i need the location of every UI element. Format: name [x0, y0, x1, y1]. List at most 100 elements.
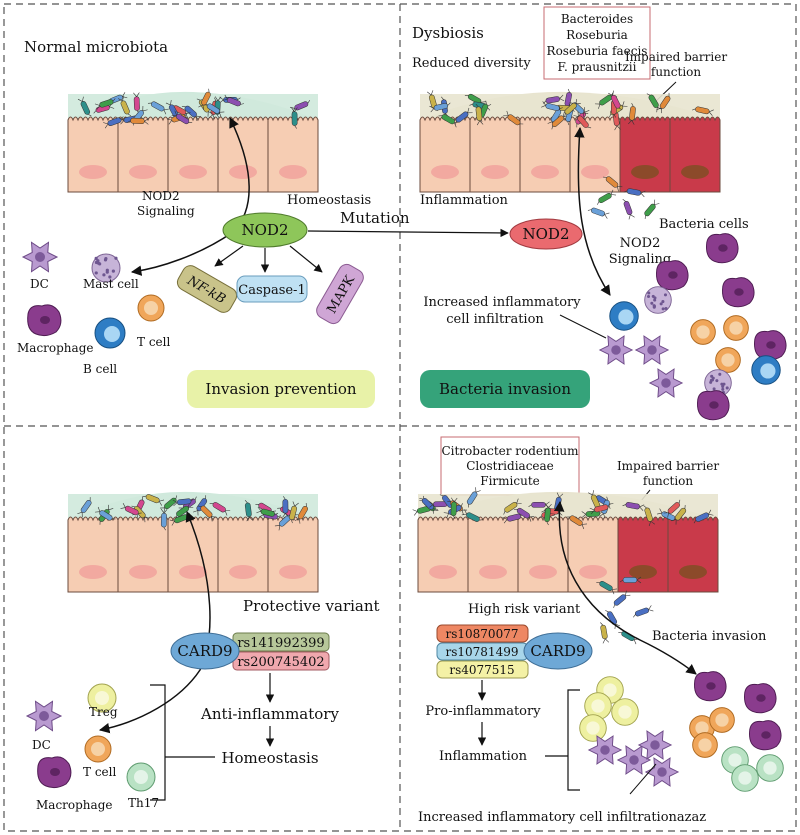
macrophage-nucleus [40, 316, 50, 324]
protective-variant-2-label: rs200745402 [237, 655, 324, 670]
infiltration-pointer-top [559, 314, 607, 339]
macrophage-cell [744, 683, 777, 714]
dc-nucleus [629, 755, 639, 765]
treg-cell [579, 714, 607, 742]
commensal-bacterium [117, 96, 132, 117]
commensal-bacterium [291, 107, 298, 129]
mast-granule [651, 294, 655, 298]
dc-cell [616, 745, 652, 775]
signaling-arrow-high-risk [553, 500, 697, 675]
epithelial-cell [167, 116, 219, 193]
bacterium-flagella [576, 107, 590, 128]
bacterium-flagella [142, 495, 165, 506]
epithelial-cell [117, 516, 169, 593]
cell-nucleus [481, 165, 509, 179]
dysbiosis-bacteria-3: Roseburia faecis [547, 44, 648, 58]
commensal-bacterium [197, 505, 217, 522]
commensal-bacterium [93, 102, 115, 114]
mast-granule [721, 385, 725, 389]
protective-variant-label: Protective variant [243, 597, 380, 615]
epithelial-cell [67, 116, 119, 193]
tcell-cell [692, 732, 718, 758]
bacterium-body [294, 101, 309, 111]
bacterium-flagella [656, 92, 670, 114]
commensal-bacterium [172, 498, 195, 507]
bacterium-flagella [419, 498, 438, 514]
cell-nucleus [479, 565, 507, 579]
tcell-nucleus [698, 738, 712, 752]
bacterium-flagella [429, 102, 451, 113]
cell-body [419, 116, 471, 193]
treg-nucleus [95, 691, 109, 705]
panel-title-dysbiosis: Dysbiosis [412, 24, 484, 42]
bacteria-invasion-bottom-label: Bacteria invasion [652, 629, 767, 644]
mutation-label: Mutation [340, 209, 410, 227]
cell-nucleus [179, 165, 207, 179]
nod2-signaling-mut-2: Signaling [609, 252, 672, 267]
mast-cell-label: Mast cell [83, 277, 139, 291]
mast-granule [114, 256, 118, 260]
bacterium-flagella [622, 199, 635, 220]
cell-body [67, 116, 119, 193]
macrophage-cell [697, 390, 730, 421]
bacterium-body [564, 102, 577, 115]
mast-granule [94, 271, 98, 275]
cell-body [217, 116, 269, 193]
bacterium-body [531, 501, 546, 508]
nod2-mutant-label: NOD2 [523, 225, 570, 243]
mast-cell [704, 369, 732, 397]
dc-nucleus [650, 740, 660, 750]
bacterium-flagella [692, 108, 714, 116]
commensal-bacterium [503, 498, 522, 515]
tcell-cell [690, 319, 716, 345]
mast-granule [650, 301, 654, 305]
risk-bacteria-1: Citrobacter rodentium [441, 444, 579, 458]
bacterium-flagella [503, 498, 522, 515]
dc-nucleus [35, 252, 45, 262]
commensal-bacterium [464, 93, 486, 108]
impaired-barrier-bottom-2: function [643, 474, 694, 488]
treg-cell [584, 692, 612, 720]
bacteria-cells-label: Bacteria cells [659, 217, 749, 232]
mast-granule [721, 387, 725, 391]
bacterium-flagella [541, 101, 563, 110]
mast-granule [647, 291, 651, 295]
bacterium-body [622, 577, 638, 583]
cell-body [67, 516, 119, 593]
th17-nucleus [728, 753, 742, 767]
macrophage-cell [722, 277, 755, 308]
dc-nucleus [661, 378, 671, 388]
cell-nucleus [129, 165, 157, 179]
bacterium-body [120, 100, 130, 115]
bacterium-body [133, 96, 140, 111]
infiltration-pointer-bottom [629, 763, 657, 795]
th17-cell [126, 762, 156, 792]
commensal-bacterium [513, 507, 535, 522]
commensal-bacterium [142, 494, 165, 506]
bacterium-flagella [564, 98, 581, 117]
mast-granule [94, 256, 98, 260]
mast-granule [663, 293, 667, 297]
commensal-bacterium [256, 506, 279, 517]
macrophage-cell [37, 756, 72, 789]
commensal-bacterium [193, 495, 208, 516]
outcome-invasion-prevention [187, 370, 375, 408]
dysbiosis-bacteria-1: Bacteroides [561, 12, 633, 26]
bacterium-body [467, 93, 482, 104]
mast-granule [653, 298, 657, 302]
bcell-nucleus [760, 363, 776, 379]
tcell-cell [709, 707, 735, 733]
cell-body [167, 116, 219, 193]
cell-nucleus [279, 165, 307, 179]
infiltration-top-1: Increased inflammatory [423, 295, 581, 310]
mutation-arrow [307, 228, 509, 238]
th17-label: Th17 [128, 796, 159, 810]
bacterium-flagella [209, 503, 231, 516]
homeostasis-label: Homeostasis [287, 193, 371, 208]
mast-granule [647, 294, 651, 299]
risk-bacteria-box [440, 436, 580, 496]
macrophage-nucleus [50, 768, 60, 776]
bacterium-flagella [294, 502, 307, 524]
mast-granule [661, 300, 665, 304]
